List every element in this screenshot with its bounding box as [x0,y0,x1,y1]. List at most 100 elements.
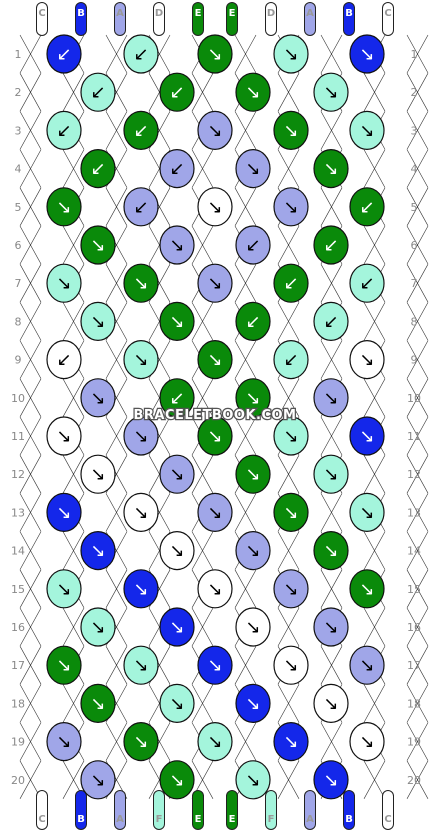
knot-direction-arrow: ↘ [56,197,71,218]
strand-bottom-5: E [192,790,204,830]
thread-line [320,187,343,226]
knot-direction-arrow: ↘ [245,82,260,103]
row-number-right: 11 [407,430,421,443]
knot-direction-arrow: ↙ [90,82,105,103]
row-number-left: 5 [15,201,22,214]
thread-line [277,607,300,647]
knot-direction-arrow: ↘ [56,732,71,753]
knot: ↘ [159,607,195,647]
knot: ↘ [197,569,233,609]
knot-direction-arrow: ↘ [169,464,184,485]
thread-line [277,225,300,265]
thread-line [19,416,42,456]
knot: ↘ [313,454,349,494]
knot-direction-arrow: ↘ [323,541,338,562]
strand-label: C [38,8,45,19]
knot: ↘ [46,263,82,303]
knot-direction-arrow: ↘ [245,770,260,791]
knot-direction-arrow: ↙ [133,120,148,141]
thread-line [277,302,300,341]
thread-line [363,73,386,112]
thread-line [62,378,85,417]
strand-bottom-3: A [114,790,126,830]
strand-label: F [156,814,163,825]
thread-line [19,378,42,417]
knot: ↘ [123,492,159,533]
knot: ↘ [123,263,159,303]
knot: ↙ [46,34,82,74]
thread-line [105,264,128,303]
thread-line [406,302,429,341]
row-number-left: 14 [11,545,25,558]
knot-direction-arrow: ↘ [133,350,148,371]
knot: ↘ [349,340,385,380]
thread-line [277,531,300,570]
strand-top-3: A [114,2,126,36]
knot-direction-arrow: ↘ [90,770,105,791]
thread-line [19,111,42,150]
knot: ↙ [313,225,349,265]
knot-direction-arrow: ↘ [245,617,260,638]
knot: ↘ [197,340,233,380]
knot-direction-arrow: ↘ [169,541,184,562]
knot-direction-arrow: ↘ [323,617,338,638]
knot: ↘ [235,149,271,189]
row-number-left: 11 [11,430,25,443]
strand-top-8: A [304,2,316,36]
thread-line [191,73,214,112]
knot: ↘ [349,492,385,533]
knot-direction-arrow: ↙ [133,44,148,65]
thread-line [62,73,85,112]
knot-direction-arrow: ↙ [56,44,71,65]
knot-direction-arrow: ↘ [359,44,374,65]
thread-line [19,569,42,608]
row-number-left: 20 [11,774,25,787]
knot: ↘ [46,721,82,762]
thread-line [406,760,429,799]
knot: ↘ [159,454,195,494]
strand-label: B [77,814,85,825]
knot: ↘ [273,721,309,762]
thread-line [406,34,429,74]
thread-line [19,302,42,341]
thread-line [406,569,429,608]
knot-direction-arrow: ↘ [207,273,222,294]
row-number-left: 9 [15,354,22,367]
row-number-right: 20 [407,774,421,787]
knot: ↙ [313,301,349,341]
thread-line [406,340,429,379]
row-number-right: 15 [407,583,421,596]
thread-line [363,760,386,799]
knot-direction-arrow: ↘ [245,388,260,409]
knot: ↙ [159,149,195,189]
row-number-left: 13 [11,506,25,519]
knot-direction-arrow: ↘ [245,693,260,714]
strand-top-1: C [36,2,48,36]
row-number-right: 13 [407,506,421,519]
knot: ↘ [349,34,385,74]
row-number-right: 14 [407,545,421,558]
knot: ↙ [159,378,195,418]
thread-line [105,722,128,761]
knot: ↙ [273,263,309,303]
knot: ↘ [123,416,159,456]
thread-line [320,264,343,303]
knot-direction-arrow: ↙ [133,197,148,218]
knots-layer: ↙↙↘↘↘↙↙↘↘↙↙↘↘↘↙↙↘↘↘↙↘↘↙↘↘↙↙↘↘↘↙↙↘↘↙↙↙↘↘↙… [46,34,385,800]
thread-line [406,607,429,647]
thread-line [406,684,429,723]
thread-line [191,684,214,723]
thread-line [277,378,300,417]
thread-line [277,684,300,723]
knot: ↘ [80,607,116,647]
knot-direction-arrow: ↘ [133,426,148,447]
knot: ↘ [349,416,385,456]
strand-bottom-4: F [153,790,165,830]
knot: ↘ [159,683,195,724]
knot-direction-arrow: ↘ [359,655,374,676]
thread-line [277,455,300,494]
knot-direction-arrow: ↘ [207,350,222,371]
knot-direction-arrow: ↙ [169,388,184,409]
thread-line [19,607,42,647]
